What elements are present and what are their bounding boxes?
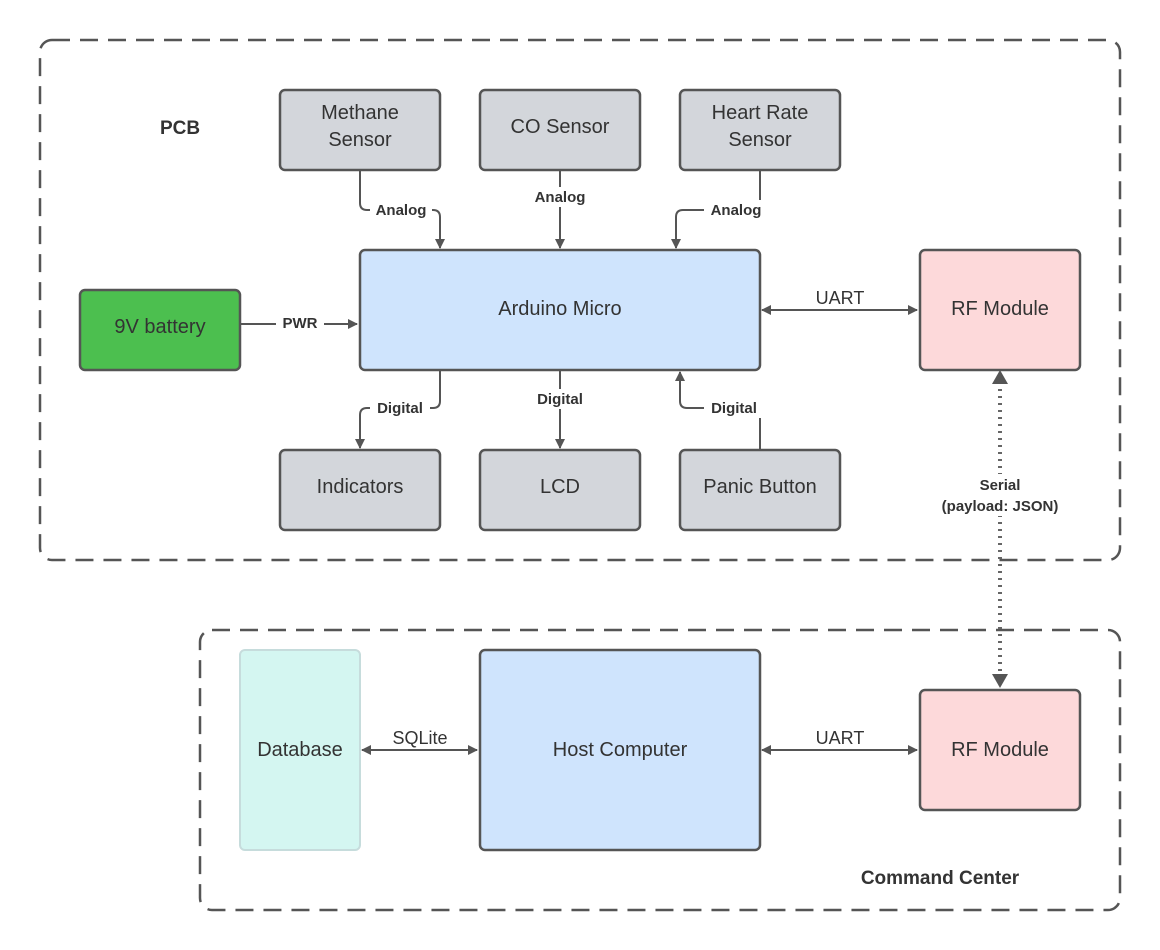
co-sensor-node: CO Sensor	[478, 88, 642, 172]
pcb-rf-module-label: RF Module	[951, 298, 1049, 320]
lcd-node: LCD	[478, 448, 642, 532]
panic-button-node: Panic Button	[678, 448, 842, 532]
arduino-rf-edge-label: UART	[816, 288, 865, 308]
heart-rate-sensor-label-line2: Sensor	[728, 129, 792, 151]
host-rf-edge-label: UART	[816, 728, 865, 748]
rf-serial-edge-label-line2: (payload: JSON)	[942, 498, 1059, 515]
command-center-rf-module-label: RF Module	[951, 739, 1049, 761]
methane-sensor-label-line2: Sensor	[328, 129, 392, 151]
command-center-rf-module-node: RF Module	[918, 688, 1082, 812]
panic-arduino-edge-label: Digital	[711, 400, 757, 417]
battery-arduino-edge-label: PWR	[283, 315, 318, 332]
panic-button-label: Panic Button	[703, 476, 816, 498]
pcb-rf-module-node: RF Module	[918, 248, 1082, 372]
database-host-edge-label: SQLite	[392, 728, 447, 748]
co-sensor-label: CO Sensor	[511, 116, 610, 138]
arduino-micro-label: Arduino Micro	[498, 298, 621, 320]
rf-serial-arrowhead-bottom	[992, 674, 1008, 688]
co-arduino-edge-label: Analog	[535, 189, 586, 206]
host-computer-label: Host Computer	[553, 739, 688, 761]
methane-sensor-label-line1: Methane	[321, 102, 399, 124]
command-center-group-frame	[198, 628, 1122, 912]
arduino-micro-node: Arduino Micro	[358, 248, 762, 372]
heart-rate-sensor-node: Heart Rate Sensor	[678, 88, 842, 172]
heart-arduino-edge-label: Analog	[711, 202, 762, 219]
indicators-node: Indicators	[278, 448, 442, 532]
arduino-lcd-edge-label: Digital	[537, 391, 583, 408]
battery-node: 9V battery	[78, 288, 242, 372]
heart-rate-sensor-label-line1: Heart Rate	[712, 102, 809, 124]
command-center-group-label: Command Center	[861, 868, 1020, 889]
rf-serial-edge-label-line1: Serial	[980, 477, 1021, 494]
battery-label: 9V battery	[114, 316, 205, 338]
pcb-group-frame	[38, 38, 1122, 562]
rf-serial-arrowhead-top	[992, 370, 1008, 384]
database-label: Database	[257, 739, 343, 761]
lcd-label: LCD	[540, 476, 580, 498]
host-computer-node: Host Computer	[478, 648, 762, 852]
pcb-group-label: PCB	[160, 118, 200, 139]
arduino-indicators-edge-label: Digital	[377, 400, 423, 417]
database-node: Database	[239, 649, 361, 851]
methane-sensor-node: Methane Sensor	[278, 88, 442, 172]
methane-arduino-edge-label: Analog	[376, 202, 427, 219]
indicators-label: Indicators	[317, 476, 404, 498]
